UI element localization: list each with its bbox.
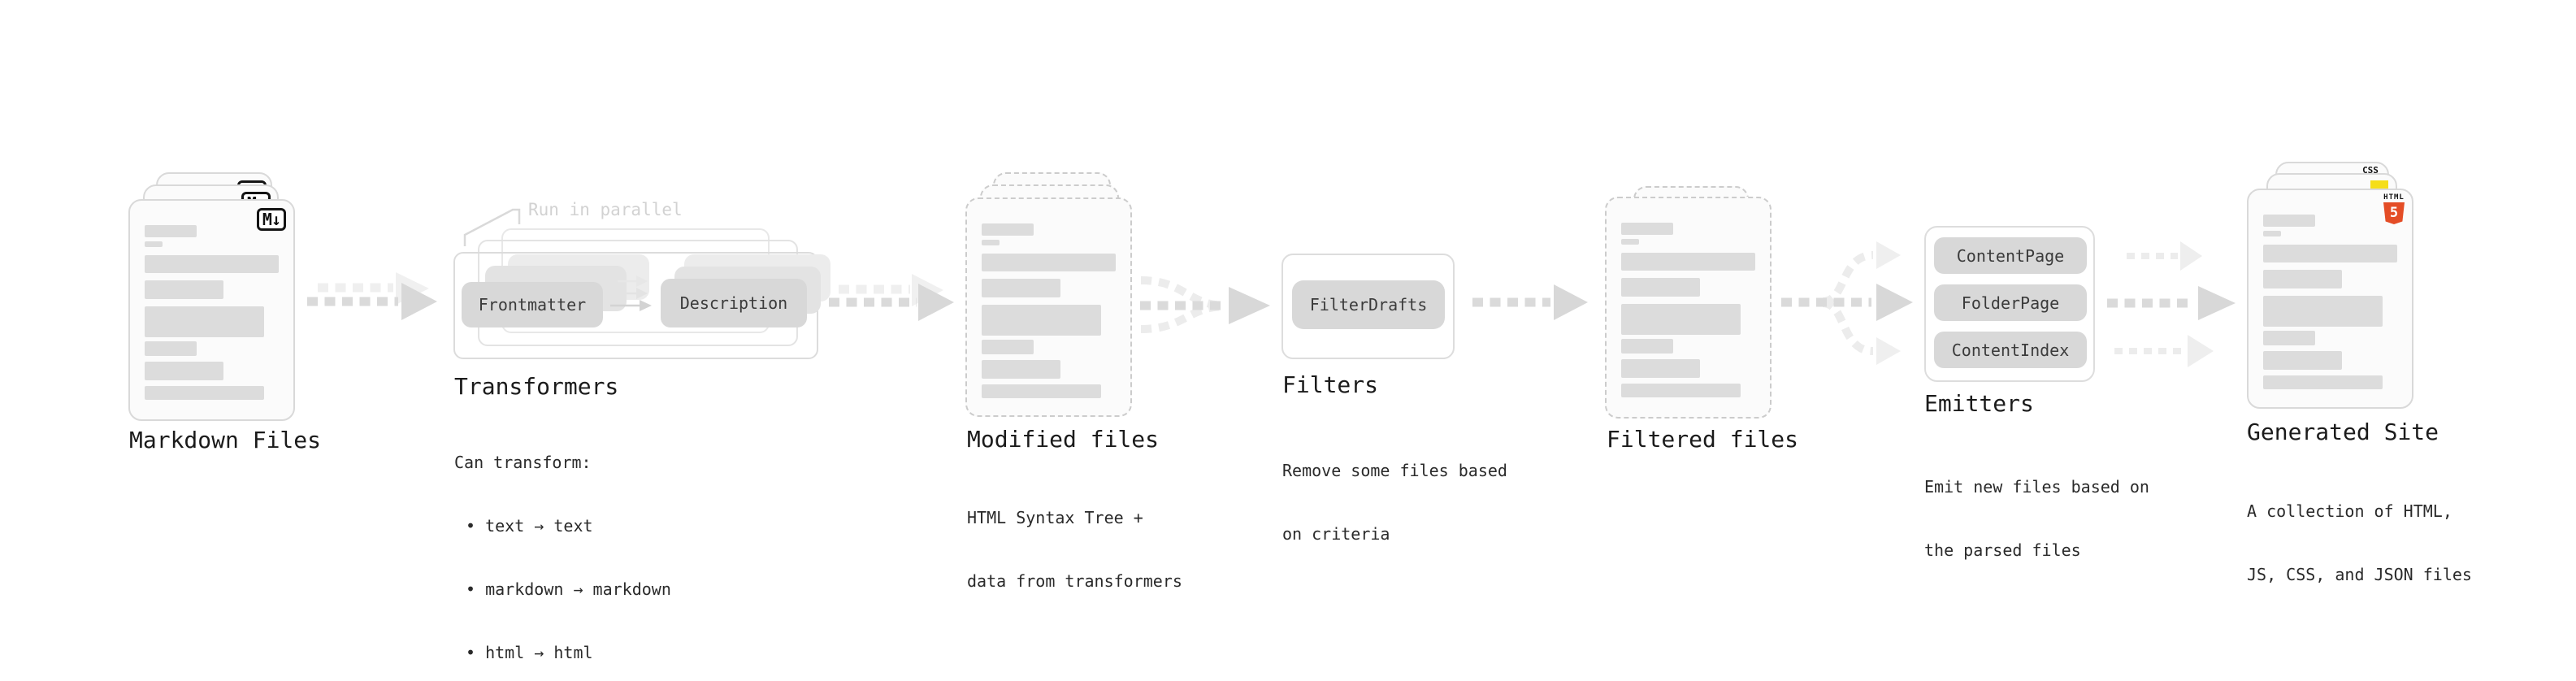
skeleton-bar	[982, 240, 1000, 245]
desc-line: Remove some files based	[1282, 461, 1507, 480]
html5-icon-label: HTML	[2383, 193, 2405, 202]
content-page-pill: ContentPage	[1934, 237, 2087, 274]
desc-line: A collection of HTML,	[2247, 501, 2452, 521]
skeleton-bar	[1621, 278, 1700, 297]
markdown-icon: M↓	[256, 208, 286, 231]
desc-line: Can transform:	[454, 453, 592, 472]
desc-line: Emit new files based on	[1924, 477, 2149, 497]
run-in-parallel-note: Run in parallel	[528, 200, 683, 219]
transformers-description: Can transform: • text → text • markdown …	[454, 410, 671, 681]
arrow-emitters-to-generated	[2107, 241, 2236, 367]
desc-line: data from transformers	[967, 571, 1182, 591]
skeleton-bar	[145, 280, 223, 299]
skeleton-bar	[1621, 339, 1673, 354]
skeleton-bar	[1621, 253, 1755, 271]
desc-bullet: • markdown → markdown	[466, 579, 671, 599]
skeleton-bar	[1621, 239, 1639, 245]
desc-line: JS, CSS, and JSON files	[2247, 565, 2472, 584]
stage-label-modified-files: Modified files	[967, 426, 1160, 453]
markdown-file-card-front: M↓	[128, 199, 295, 421]
skeleton-bar	[1621, 359, 1700, 378]
folder-page-pill: FolderPage	[1934, 284, 2087, 321]
stage-label-generated-site: Generated Site	[2247, 419, 2439, 445]
arrow-transformers-to-modified	[829, 274, 954, 321]
arrow-filtered-to-emitters-fanout	[1781, 241, 1913, 365]
desc-bullet: • html → html	[466, 643, 593, 662]
skeleton-bar	[982, 279, 1060, 297]
generated-site-description: A collection of HTML, JS, CSS, and JSON …	[2247, 458, 2472, 627]
skeleton-bar	[1621, 384, 1741, 397]
javascript-icon	[2370, 180, 2388, 189]
skeleton-bar	[982, 360, 1060, 379]
css-icon-label: CSS	[2362, 165, 2379, 176]
skeleton-bar	[145, 225, 197, 237]
skeleton-bar	[2263, 296, 2383, 327]
stage-label-filters: Filters	[1282, 371, 1379, 398]
arrow-modified-to-filters-merge	[1140, 276, 1270, 333]
skeleton-bar	[1621, 223, 1673, 235]
stage-label-markdown-files: Markdown Files	[129, 427, 322, 453]
skeleton-bar	[145, 306, 264, 337]
skeleton-bar	[145, 341, 197, 356]
filter-drafts-pill: FilterDrafts	[1292, 280, 1445, 329]
skeleton-bar	[145, 255, 279, 273]
skeleton-bar	[982, 254, 1116, 271]
description-pill: Description	[661, 279, 807, 327]
stage-label-transformers: Transformers	[454, 373, 619, 400]
modified-file-card-front	[965, 197, 1132, 417]
skeleton-bar	[145, 241, 163, 247]
content-index-pill: ContentIndex	[1934, 332, 2087, 368]
html-file-card: HTML 5	[2247, 189, 2413, 409]
modified-files-description: HTML Syntax Tree + data from transformer…	[967, 465, 1182, 634]
skeleton-bar	[2263, 245, 2397, 262]
desc-line: on criteria	[1282, 524, 1390, 544]
html5-icon: HTML 5	[2383, 194, 2405, 224]
html5-icon-shield: 5	[2383, 202, 2405, 224]
desc-line: the parsed files	[1924, 540, 2081, 560]
arrow-filters-to-filtered	[1472, 284, 1588, 320]
skeleton-bar	[982, 340, 1034, 354]
skeleton-bar	[2263, 351, 2342, 370]
desc-line: HTML Syntax Tree +	[967, 508, 1143, 527]
stage-label-emitters: Emitters	[1924, 390, 2034, 417]
skeleton-bar	[2263, 375, 2383, 389]
arrow-markdown-to-transformers	[307, 272, 437, 320]
emitters-description: Emit new files based on the parsed files	[1924, 434, 2149, 603]
skeleton-bar	[2263, 231, 2281, 236]
skeleton-bar	[145, 386, 264, 400]
filters-description: Remove some files based on criteria	[1282, 418, 1507, 587]
skeleton-bar	[982, 305, 1101, 336]
skeleton-bar	[145, 362, 223, 380]
stage-label-filtered-files: Filtered files	[1607, 426, 1799, 453]
skeleton-bar	[2263, 215, 2315, 227]
skeleton-bar	[982, 384, 1101, 398]
skeleton-bar	[1621, 304, 1741, 335]
desc-bullet: • text → text	[466, 516, 593, 536]
filtered-file-card-front	[1605, 197, 1772, 419]
skeleton-bar	[2263, 270, 2342, 288]
skeleton-bar	[2263, 331, 2315, 345]
frontmatter-pill: Frontmatter	[462, 282, 603, 327]
skeleton-bar	[982, 223, 1034, 236]
